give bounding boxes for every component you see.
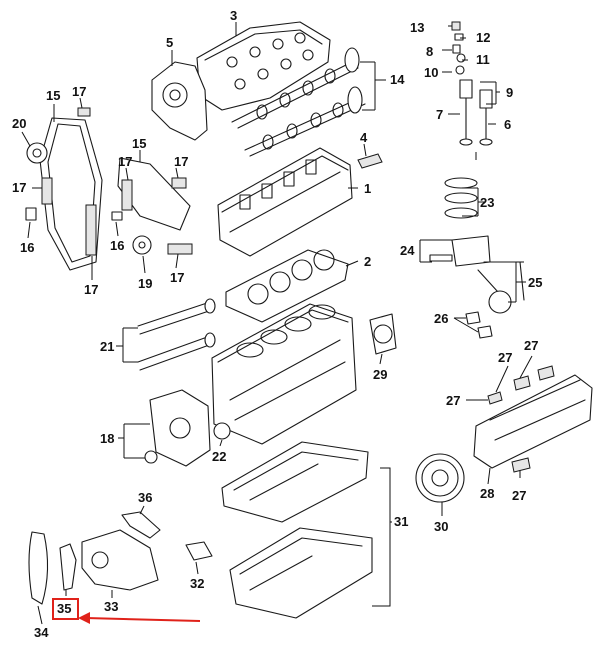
callout-14[interactable]: 14: [390, 72, 405, 87]
rear-main-seal[interactable]: [369, 313, 397, 355]
callout-17b[interactable]: 17: [12, 180, 26, 195]
callout-36[interactable]: 36: [138, 490, 152, 505]
callout-22[interactable]: 22: [212, 449, 226, 464]
timing-chain-left[interactable]: [39, 117, 191, 271]
main-bearing-27d[interactable]: [511, 457, 531, 473]
balance-shafts[interactable]: [137, 298, 216, 371]
guide-17a[interactable]: [77, 107, 91, 117]
callout-35[interactable]: 35: [57, 601, 71, 616]
engine-block[interactable]: [211, 303, 357, 445]
timing-cover[interactable]: [151, 61, 208, 141]
callout-31[interactable]: 31: [394, 514, 408, 529]
callout-11[interactable]: 11: [476, 52, 490, 67]
head-gasket[interactable]: [225, 249, 349, 323]
chain-tensioner[interactable]: [59, 543, 77, 591]
oil-pan-lower[interactable]: [229, 527, 373, 619]
callout-6[interactable]: 6: [504, 117, 511, 132]
oil-pump-chain[interactable]: [28, 531, 49, 605]
main-bearing-27b[interactable]: [513, 375, 531, 391]
bracket-4[interactable]: [357, 153, 383, 169]
callout-17f[interactable]: 17: [170, 270, 184, 285]
sprocket-20[interactable]: [26, 142, 48, 164]
guide-17d[interactable]: [121, 179, 133, 211]
cylinder-head[interactable]: [217, 147, 353, 257]
front-cover[interactable]: [149, 389, 211, 467]
seal-18[interactable]: [144, 450, 158, 464]
oil-baffle[interactable]: [185, 541, 213, 561]
oil-pickup[interactable]: [121, 511, 161, 539]
piston-rings[interactable]: [444, 177, 478, 219]
rod-bearings[interactable]: [465, 311, 493, 339]
oil-pump[interactable]: [81, 529, 159, 591]
main-bearing-27a[interactable]: [487, 391, 503, 405]
callout-2[interactable]: 2: [364, 254, 371, 269]
callout-29[interactable]: 29: [373, 367, 387, 382]
callout-17e[interactable]: 17: [174, 154, 188, 169]
callout-5[interactable]: 5: [166, 35, 173, 50]
callout-12[interactable]: 12: [476, 30, 490, 45]
camshafts[interactable]: [231, 47, 366, 157]
callout-7[interactable]: 7: [436, 107, 443, 122]
highlight-arrow: [85, 617, 201, 622]
callout-17c[interactable]: 17: [84, 282, 98, 297]
sprocket-19[interactable]: [132, 235, 152, 255]
callout-13[interactable]: 13: [410, 20, 424, 35]
callout-15b[interactable]: 15: [132, 136, 146, 151]
highlight-box: [52, 598, 79, 620]
tensioner-16b[interactable]: [111, 211, 123, 221]
main-bearing-27c[interactable]: [537, 365, 555, 381]
callout-19[interactable]: 19: [138, 276, 152, 291]
guide-17f[interactable]: [167, 243, 193, 255]
guide-17b[interactable]: [41, 177, 53, 205]
connecting-rod[interactable]: [477, 261, 525, 314]
callout-24[interactable]: 24: [400, 243, 415, 258]
highlight-arrowhead: [78, 612, 90, 624]
callout-30[interactable]: 30: [434, 519, 448, 534]
callout-8[interactable]: 8: [426, 44, 433, 59]
crankshaft[interactable]: [473, 374, 593, 469]
callout-26[interactable]: 26: [434, 311, 448, 326]
callout-27d[interactable]: 27: [512, 488, 526, 503]
callout-28[interactable]: 28: [480, 486, 494, 501]
callout-16b[interactable]: 16: [110, 238, 124, 253]
callout-20[interactable]: 20: [12, 116, 26, 131]
callout-34[interactable]: 34: [34, 625, 49, 640]
callout-32[interactable]: 32: [190, 576, 204, 591]
valve-cover[interactable]: [196, 21, 331, 111]
callout-9[interactable]: 9: [506, 85, 513, 100]
callout-27c[interactable]: 27: [446, 393, 460, 408]
callout-labels: 3 5 14 15 17 20 17 16 17 15 17 17 16 19 …: [12, 8, 542, 640]
sprocket-22[interactable]: [213, 422, 231, 440]
callout-3[interactable]: 3: [230, 8, 237, 23]
callout-4[interactable]: 4: [360, 130, 368, 145]
callout-27b[interactable]: 27: [524, 338, 538, 353]
callout-17d[interactable]: 17: [118, 154, 132, 169]
oil-pan-upper[interactable]: [221, 441, 369, 523]
callout-33[interactable]: 33: [104, 599, 118, 614]
callout-15a[interactable]: 15: [46, 88, 60, 103]
valvetrain[interactable]: [451, 21, 493, 146]
callout-16a[interactable]: 16: [20, 240, 34, 255]
callout-1[interactable]: 1: [364, 181, 371, 196]
guide-17c[interactable]: [85, 204, 97, 256]
callout-27a[interactable]: 27: [498, 350, 512, 365]
callout-23[interactable]: 23: [480, 195, 494, 210]
callout-17a[interactable]: 17: [72, 84, 86, 99]
tensioner-16a[interactable]: [25, 207, 37, 221]
callout-25[interactable]: 25: [528, 275, 542, 290]
guide-17e[interactable]: [171, 177, 187, 189]
callout-10[interactable]: 10: [424, 65, 438, 80]
crank-pulley[interactable]: [415, 453, 465, 503]
leader-lines: [21, 22, 533, 625]
callout-21[interactable]: 21: [100, 339, 114, 354]
callout-18[interactable]: 18: [100, 431, 114, 446]
